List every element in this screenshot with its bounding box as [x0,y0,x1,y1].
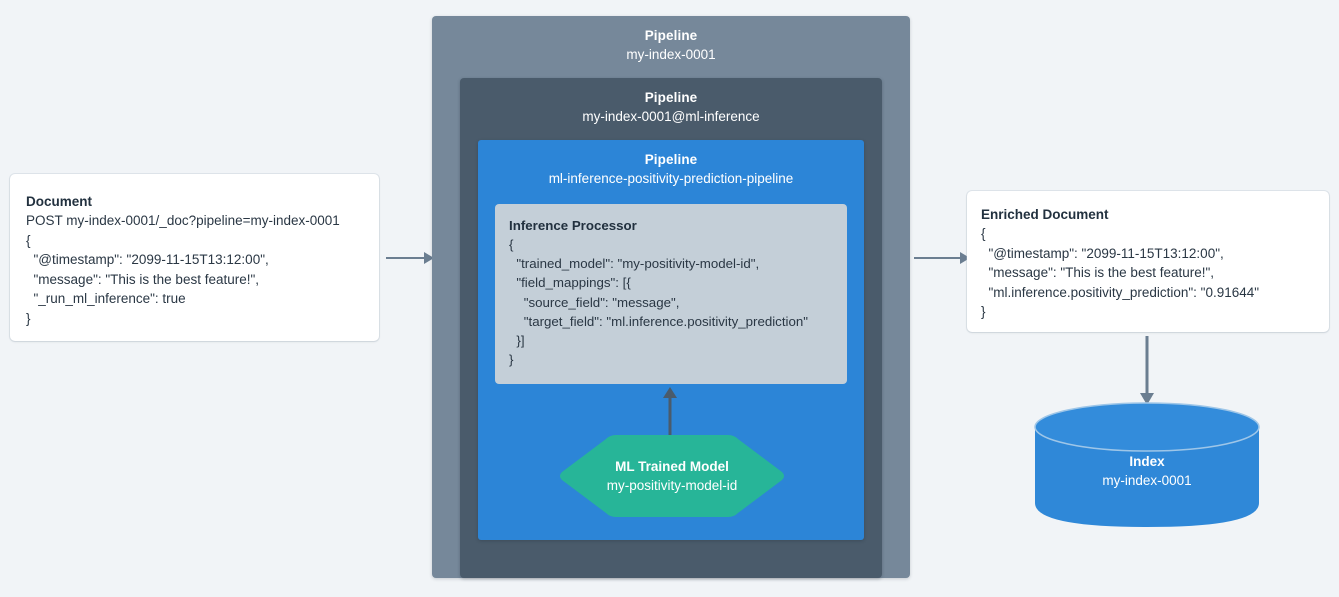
inner-pipeline-header: Pipeline ml-inference-positivity-predict… [478,140,864,188]
outer-pipeline-header: Pipeline my-index-0001 [432,16,910,64]
mid-pipeline-label: Pipeline [644,90,698,105]
processor-line-6: } [509,352,514,368]
document-line-5: } [26,310,31,326]
processor-line-0: { [509,237,514,252]
outer-pipeline-label: Pipeline [644,28,698,43]
outer-pipeline-name: my-index-0001 [626,47,716,62]
processor-line-5: }] [509,333,525,349]
enriched-line-3: "ml.inference.positivity_prediction": "0… [981,284,1260,300]
processor-line-3: "source_field": "message", [509,294,680,310]
document-line-2: "@timestamp": "2099-11-15T13:12:00", [26,252,269,268]
processor-line-4: "target_field": "ml.inference.positivity… [509,313,808,329]
processor-line-1: "trained_model": "my-positivity-model-id… [509,256,760,272]
arrow-model-to-processor-icon [663,387,677,439]
enriched-document-card: Enriched Document { "@timestamp": "2099-… [967,191,1329,332]
enriched-line-0: { [981,226,986,241]
processor-line-2: "field_mappings": [{ [509,275,631,291]
enriched-line-4: } [981,304,986,320]
inference-processor-box: Inference Processor { "trained_model": "… [495,204,847,384]
ml-trained-model-node: ML Trained Model my-positivity-model-id [558,433,786,519]
index-node: Index my-index-0001 [1033,401,1261,529]
mid-pipeline-header: Pipeline my-index-0001@ml-inference [460,78,882,126]
arrow-enriched-document-to-index-icon [1140,336,1154,405]
document-line-3: "message": "This is the best feature!", [26,271,260,287]
inner-pipeline-name: ml-inference-positivity-prediction-pipel… [548,171,794,186]
hexagon-shape-icon [560,435,784,517]
document-line-4: "_run_ml_inference": true [26,291,186,307]
mid-pipeline-name: my-index-0001@ml-inference [582,109,760,124]
arrow-pipeline-to-enriched-document-icon [914,252,970,264]
enriched-line-1: "@timestamp": "2099-11-15T13:12:00", [981,245,1224,261]
enriched-document-title: Enriched Document [981,207,1109,222]
inference-processor-title: Inference Processor [509,218,637,233]
database-cylinder-icon [1034,402,1260,527]
document-line-0: POST my-index-0001/_doc?pipeline=my-inde… [26,213,340,228]
document-line-1: { [26,232,31,248]
enriched-line-2: "message": "This is the best feature!", [981,265,1215,281]
inner-pipeline-label: Pipeline [644,152,698,167]
document-card: Document POST my-index-0001/_doc?pipelin… [10,174,379,341]
arrow-document-to-pipeline-icon [386,252,434,264]
document-card-title: Document [26,194,93,209]
